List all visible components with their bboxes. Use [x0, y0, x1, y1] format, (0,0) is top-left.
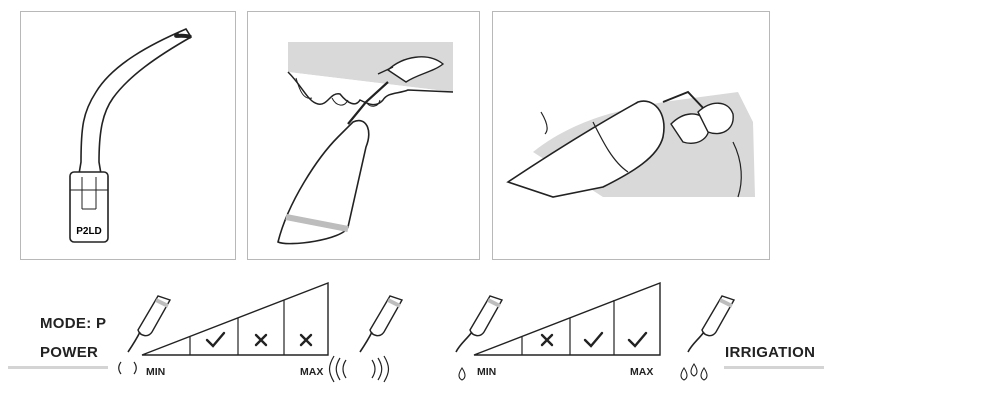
irrigation-min-handpiece-icon — [455, 295, 504, 381]
upper-teeth-panel — [247, 11, 480, 260]
power-min-label: MIN — [146, 366, 166, 378]
tip-illustration-panel: P2LD — [20, 11, 236, 260]
power-max-label: MAX — [300, 366, 324, 378]
irrigation-level-2-check-icon — [583, 331, 604, 348]
irrigation-scale-wedge — [473, 281, 661, 356]
irrigation-label: IRRIGATION — [725, 344, 816, 361]
irrigation-level-1-cross-icon — [540, 333, 554, 347]
power-label: POWER — [40, 344, 99, 361]
mode-label: MODE: P — [40, 315, 107, 332]
power-underline — [8, 366, 108, 369]
power-irrigation-legend — [118, 281, 736, 383]
power-level-2-cross-icon — [254, 333, 268, 347]
lower-teeth-drawing — [506, 90, 755, 198]
irrigation-max-label: MAX — [630, 366, 654, 378]
power-level-1-check-icon — [205, 331, 226, 348]
tip-model-label: P2LD — [76, 226, 102, 237]
power-scale-wedge — [141, 281, 329, 356]
lower-teeth-panel — [492, 11, 770, 260]
irrigation-max-handpiece-icon — [680, 295, 736, 381]
p2ld-tip-drawing: P2LD — [69, 27, 193, 243]
power-max-handpiece-icon — [328, 295, 404, 383]
power-min-handpiece-icon — [118, 295, 172, 375]
upper-teeth-drawing — [277, 42, 454, 245]
irrigation-underline — [724, 366, 824, 369]
power-level-3-cross-icon — [299, 333, 313, 347]
irrigation-level-3-check-icon — [627, 331, 648, 348]
irrigation-min-label: MIN — [477, 366, 497, 378]
